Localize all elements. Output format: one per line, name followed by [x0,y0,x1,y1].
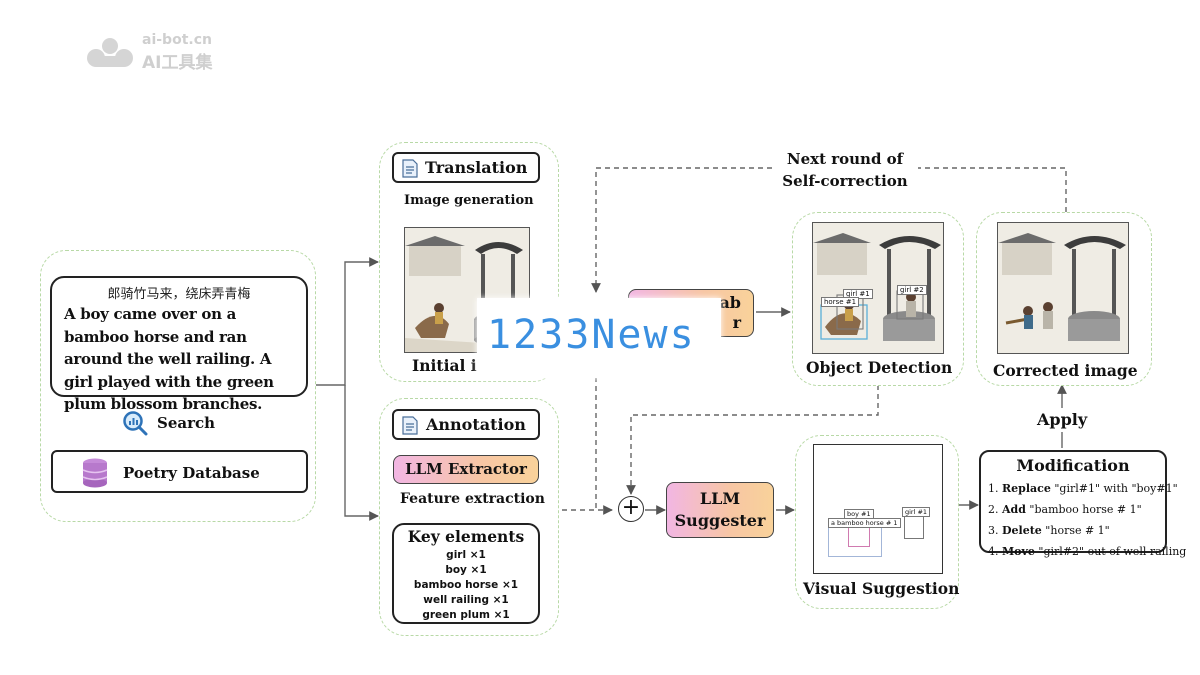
modification-item-num: 4. [988,545,999,558]
modification-item: 1. Replace "girl#1" with "boy#1" [988,478,1186,499]
visual-suggestion-canvas: boy #1 a bamboo horse # 1 girl #1 [813,444,943,574]
watermark-domain: ai-bot.cn [142,32,212,48]
modification-item-num: 2. [988,503,999,516]
key-element-item: girl ×1 [446,549,486,561]
modification-item-text: "girl#2" out of well railing [1038,545,1187,558]
key-element-item: well railing ×1 [423,594,509,606]
modification-item: 4. Move "girl#2" out of well railing [988,541,1186,562]
corrected-image-label: Corrected image [993,361,1138,380]
visual-suggestion-label: Visual Suggestion [803,579,960,598]
detection-box-label: horse #1 [821,297,860,307]
news-overlay-banner: 1233News [477,298,721,378]
llm-extractor-box: LLM Extractor [393,455,539,484]
suggest-box-label: girl #1 [902,507,931,517]
modification-list: 1. Replace "girl#1" with "boy#1" 2. Add … [988,478,1186,562]
key-elements-title: Key elements [407,527,525,546]
poetry-database-label: Poetry Database [123,464,260,482]
initial-image-label: Initial in [412,356,488,375]
watermark-brand: AI工具集 [142,53,213,73]
suggest-box-label: a bamboo horse # 1 [828,518,901,528]
key-element-item: green plum ×1 [422,609,510,621]
combine-node: + [618,496,644,522]
key-elements-box: Key elements girl ×1 boy ×1 bamboo horse… [392,523,540,624]
object-detection-label: Object Detection [806,358,953,377]
modification-item-num: 1. [988,482,999,495]
courtyard-well-illustration [405,228,529,352]
english-poem-text: A boy came over on a bamboo horse and ra… [64,305,274,413]
modification-item-text: "horse # 1" [1045,524,1110,537]
apply-label: Apply [1037,410,1088,429]
modification-item-text: "bamboo horse # 1" [1029,503,1142,516]
key-element-item: bamboo horse ×1 [413,579,519,591]
corrected-image [997,222,1129,354]
poetry-database-box: Poetry Database [51,450,308,493]
translation-box: Translation [392,152,540,183]
feature-extraction-label: Feature extraction [400,491,545,507]
modification-item-verb: Add [1002,503,1026,516]
modification-item: 2. Add "bamboo horse # 1" [988,499,1186,520]
search-icon [123,411,148,436]
courtyard-well-corrected-illustration [998,223,1128,353]
next-round-label: Next round of Self-correction [772,148,918,192]
detection-box-label: girl #2 [897,285,927,295]
modification-item-verb: Delete [1002,524,1042,537]
next-round-line2: Self-correction [782,172,908,190]
modification-title: Modification [1016,456,1130,475]
document-icon [402,416,418,435]
search-label: Search [157,414,216,432]
llm-suggester-line1: LLM [699,489,741,508]
document-icon [402,159,418,178]
key-element-item: boy ×1 [445,564,487,576]
annotation-label: Annotation [426,415,526,434]
modification-item-verb: Replace [1002,482,1051,495]
translation-label: Translation [425,158,528,177]
watermark: ai-bot.cn AI工具集 [84,32,254,74]
image-generation-label: Image generation [404,193,534,208]
chinese-poem: 郎骑竹马来，绕床弄青梅 [107,287,251,302]
llm-suggester-line2: Suggester [674,511,766,530]
modification-item-verb: Move [1002,545,1035,558]
detection-image: girl #1 horse #1 girl #2 [812,222,944,354]
next-round-line1: Next round of [786,150,904,168]
poem-box: 郎骑竹马来，绕床弄青梅 A boy came over on a bamboo … [50,276,308,413]
plus-symbol: + [621,495,641,520]
initial-image [404,227,530,353]
modification-item-num: 3. [988,524,999,537]
modification-item-text: "girl#1" with "boy#1" [1054,482,1178,495]
news-overlay-text: 1233News [487,312,696,358]
annotation-box: Annotation [392,409,540,440]
detection-tool-line2: r [732,313,741,332]
detection-tool-line1: ab [719,293,741,312]
database-icon [82,458,108,488]
llm-suggester-box: LLM Suggester [666,482,774,538]
modification-item: 3. Delete "horse # 1" [988,520,1186,541]
key-elements-list: girl ×1 boy ×1 bamboo horse ×1 well rail… [394,548,538,623]
cloud-logo-icon [87,38,133,67]
modification-box: Modification 1. Replace "girl#1" with "b… [979,450,1186,558]
